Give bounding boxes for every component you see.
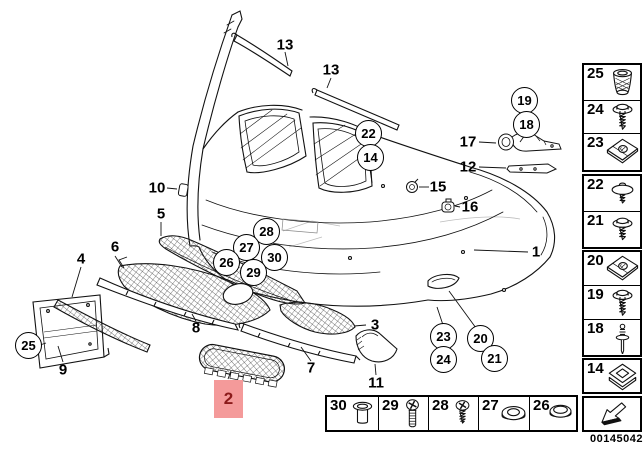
clip-nut-icon bbox=[606, 255, 639, 280]
strip-12-drawing bbox=[506, 163, 558, 174]
callout-17[interactable]: 17 bbox=[459, 133, 477, 151]
fastener-box-29[interactable]: 29 bbox=[379, 397, 429, 430]
strip-4-drawing bbox=[53, 299, 151, 353]
callout-circled-19[interactable]: 19 bbox=[511, 87, 538, 114]
callout-7[interactable]: 7 bbox=[306, 359, 316, 377]
fastener-row: 30 29 28 27 26 bbox=[325, 395, 578, 432]
fastener-label: 23 bbox=[587, 134, 604, 151]
fastener-box-27[interactable]: 27 bbox=[479, 397, 530, 430]
washer-screw-icon bbox=[611, 182, 634, 204]
fastener-label: 26 bbox=[533, 397, 550, 414]
callout-11[interactable]: 11 bbox=[368, 374, 384, 392]
callout-13b[interactable]: 13 bbox=[322, 61, 340, 79]
fastener-box-14[interactable]: 14 bbox=[584, 360, 640, 392]
fastener-label: 22 bbox=[587, 176, 604, 193]
clip-16-drawing bbox=[441, 198, 455, 213]
callout-circled-26[interactable]: 26 bbox=[213, 249, 240, 276]
fastener-box-24[interactable]: 24 bbox=[584, 101, 640, 134]
fastener-group-14: 14 bbox=[582, 358, 642, 394]
fastener-label: 27 bbox=[482, 397, 499, 414]
fastener-group-lower: 20 19 18 bbox=[582, 250, 642, 357]
grille-3-drawing bbox=[279, 301, 356, 335]
fastener-box-28[interactable]: 28 bbox=[429, 397, 479, 430]
fastener-box-26[interactable]: 26 bbox=[530, 397, 576, 430]
screw-icon bbox=[612, 289, 633, 316]
phillips-screw-long-icon bbox=[405, 398, 420, 427]
fastener-label: 24 bbox=[587, 101, 604, 118]
fastener-box-25[interactable]: 25 bbox=[584, 65, 640, 101]
sleeve-icon bbox=[352, 401, 373, 424]
callout-circled-22[interactable]: 22 bbox=[355, 120, 382, 147]
fastener-label: 28 bbox=[432, 397, 449, 414]
fastener-box-20[interactable]: 20 bbox=[584, 252, 640, 286]
fastener-label: 21 bbox=[587, 212, 604, 229]
callout-5[interactable]: 5 bbox=[156, 205, 166, 223]
fastener-label: 29 bbox=[382, 397, 399, 414]
callout-3[interactable]: 3 bbox=[370, 316, 380, 334]
callout-circled-24[interactable]: 24 bbox=[430, 346, 457, 373]
callout-16[interactable]: 16 bbox=[461, 198, 479, 216]
fog-grille-6-drawing bbox=[117, 256, 271, 326]
screw-icon bbox=[612, 103, 633, 130]
callout-circled-14[interactable]: 14 bbox=[357, 144, 384, 171]
fastener-box-30[interactable]: 30 bbox=[327, 397, 379, 430]
callout-15[interactable]: 15 bbox=[429, 178, 447, 196]
callout-2-highlighted[interactable]: 2 bbox=[214, 380, 243, 418]
fastener-group-top: 25 24 23 bbox=[582, 63, 642, 172]
callout-circled-18[interactable]: 18 bbox=[513, 111, 540, 138]
trim-strip-13b-drawing bbox=[311, 88, 400, 131]
fastener-box-21[interactable]: 21 bbox=[584, 212, 640, 247]
fastener-box-18[interactable]: 18 bbox=[584, 320, 640, 355]
fastener-label: 30 bbox=[330, 397, 347, 414]
trim-strip-13a-drawing bbox=[231, 32, 293, 77]
tow-cover-10-drawing bbox=[177, 183, 189, 197]
cap-icon bbox=[549, 404, 572, 418]
fastener-label: 20 bbox=[587, 252, 604, 269]
callout-circled-27[interactable]: 27 bbox=[233, 234, 260, 261]
grille-2-drawing bbox=[198, 343, 285, 388]
callout-circled-23[interactable]: 23 bbox=[430, 323, 457, 350]
callout-circled-21[interactable]: 21 bbox=[481, 345, 508, 372]
square-nut-icon bbox=[608, 363, 637, 391]
flap-11-drawing bbox=[355, 329, 398, 363]
callout-circled-29[interactable]: 29 bbox=[240, 259, 267, 286]
screw-short-icon bbox=[612, 217, 633, 240]
fastener-box-19[interactable]: 19 bbox=[584, 286, 640, 320]
callout-4[interactable]: 4 bbox=[76, 250, 86, 268]
fastener-label: 19 bbox=[587, 286, 604, 303]
continuation-arrow-icon bbox=[601, 402, 627, 426]
callout-12[interactable]: 12 bbox=[459, 158, 477, 176]
callout-6[interactable]: 6 bbox=[110, 238, 120, 256]
strip-8-drawing bbox=[96, 277, 240, 331]
callout-10[interactable]: 10 bbox=[148, 179, 166, 197]
callout-1[interactable]: 1 bbox=[531, 243, 541, 261]
callout-8[interactable]: 8 bbox=[191, 319, 201, 337]
callout-circled-25[interactable]: 25 bbox=[15, 332, 42, 359]
strip-7-drawing bbox=[238, 322, 361, 364]
fastener-group-mid: 22 21 bbox=[582, 174, 642, 249]
callout-9[interactable]: 9 bbox=[58, 361, 68, 379]
continuation-arrow-box[interactable] bbox=[582, 396, 642, 432]
washer-icon bbox=[501, 405, 526, 420]
construction-lines bbox=[282, 216, 521, 248]
leader-lines bbox=[39, 51, 529, 380]
phillips-screw-short-icon bbox=[455, 398, 470, 424]
expanding-rivet-icon bbox=[615, 323, 630, 354]
license-filler-9-drawing bbox=[32, 294, 110, 369]
clip-15-drawing bbox=[406, 178, 419, 193]
fastener-label: 18 bbox=[587, 320, 604, 337]
rivet-nut-icon bbox=[612, 68, 633, 95]
fastener-label: 25 bbox=[587, 65, 604, 82]
fastener-box-23[interactable]: 23 bbox=[584, 134, 640, 170]
fastener-box-22[interactable]: 22 bbox=[584, 176, 640, 212]
clip-nut-icon bbox=[606, 138, 639, 164]
callout-13a[interactable]: 13 bbox=[276, 36, 294, 54]
catalog-id-code: 00145042 bbox=[590, 433, 643, 445]
fastener-label: 14 bbox=[587, 360, 604, 377]
